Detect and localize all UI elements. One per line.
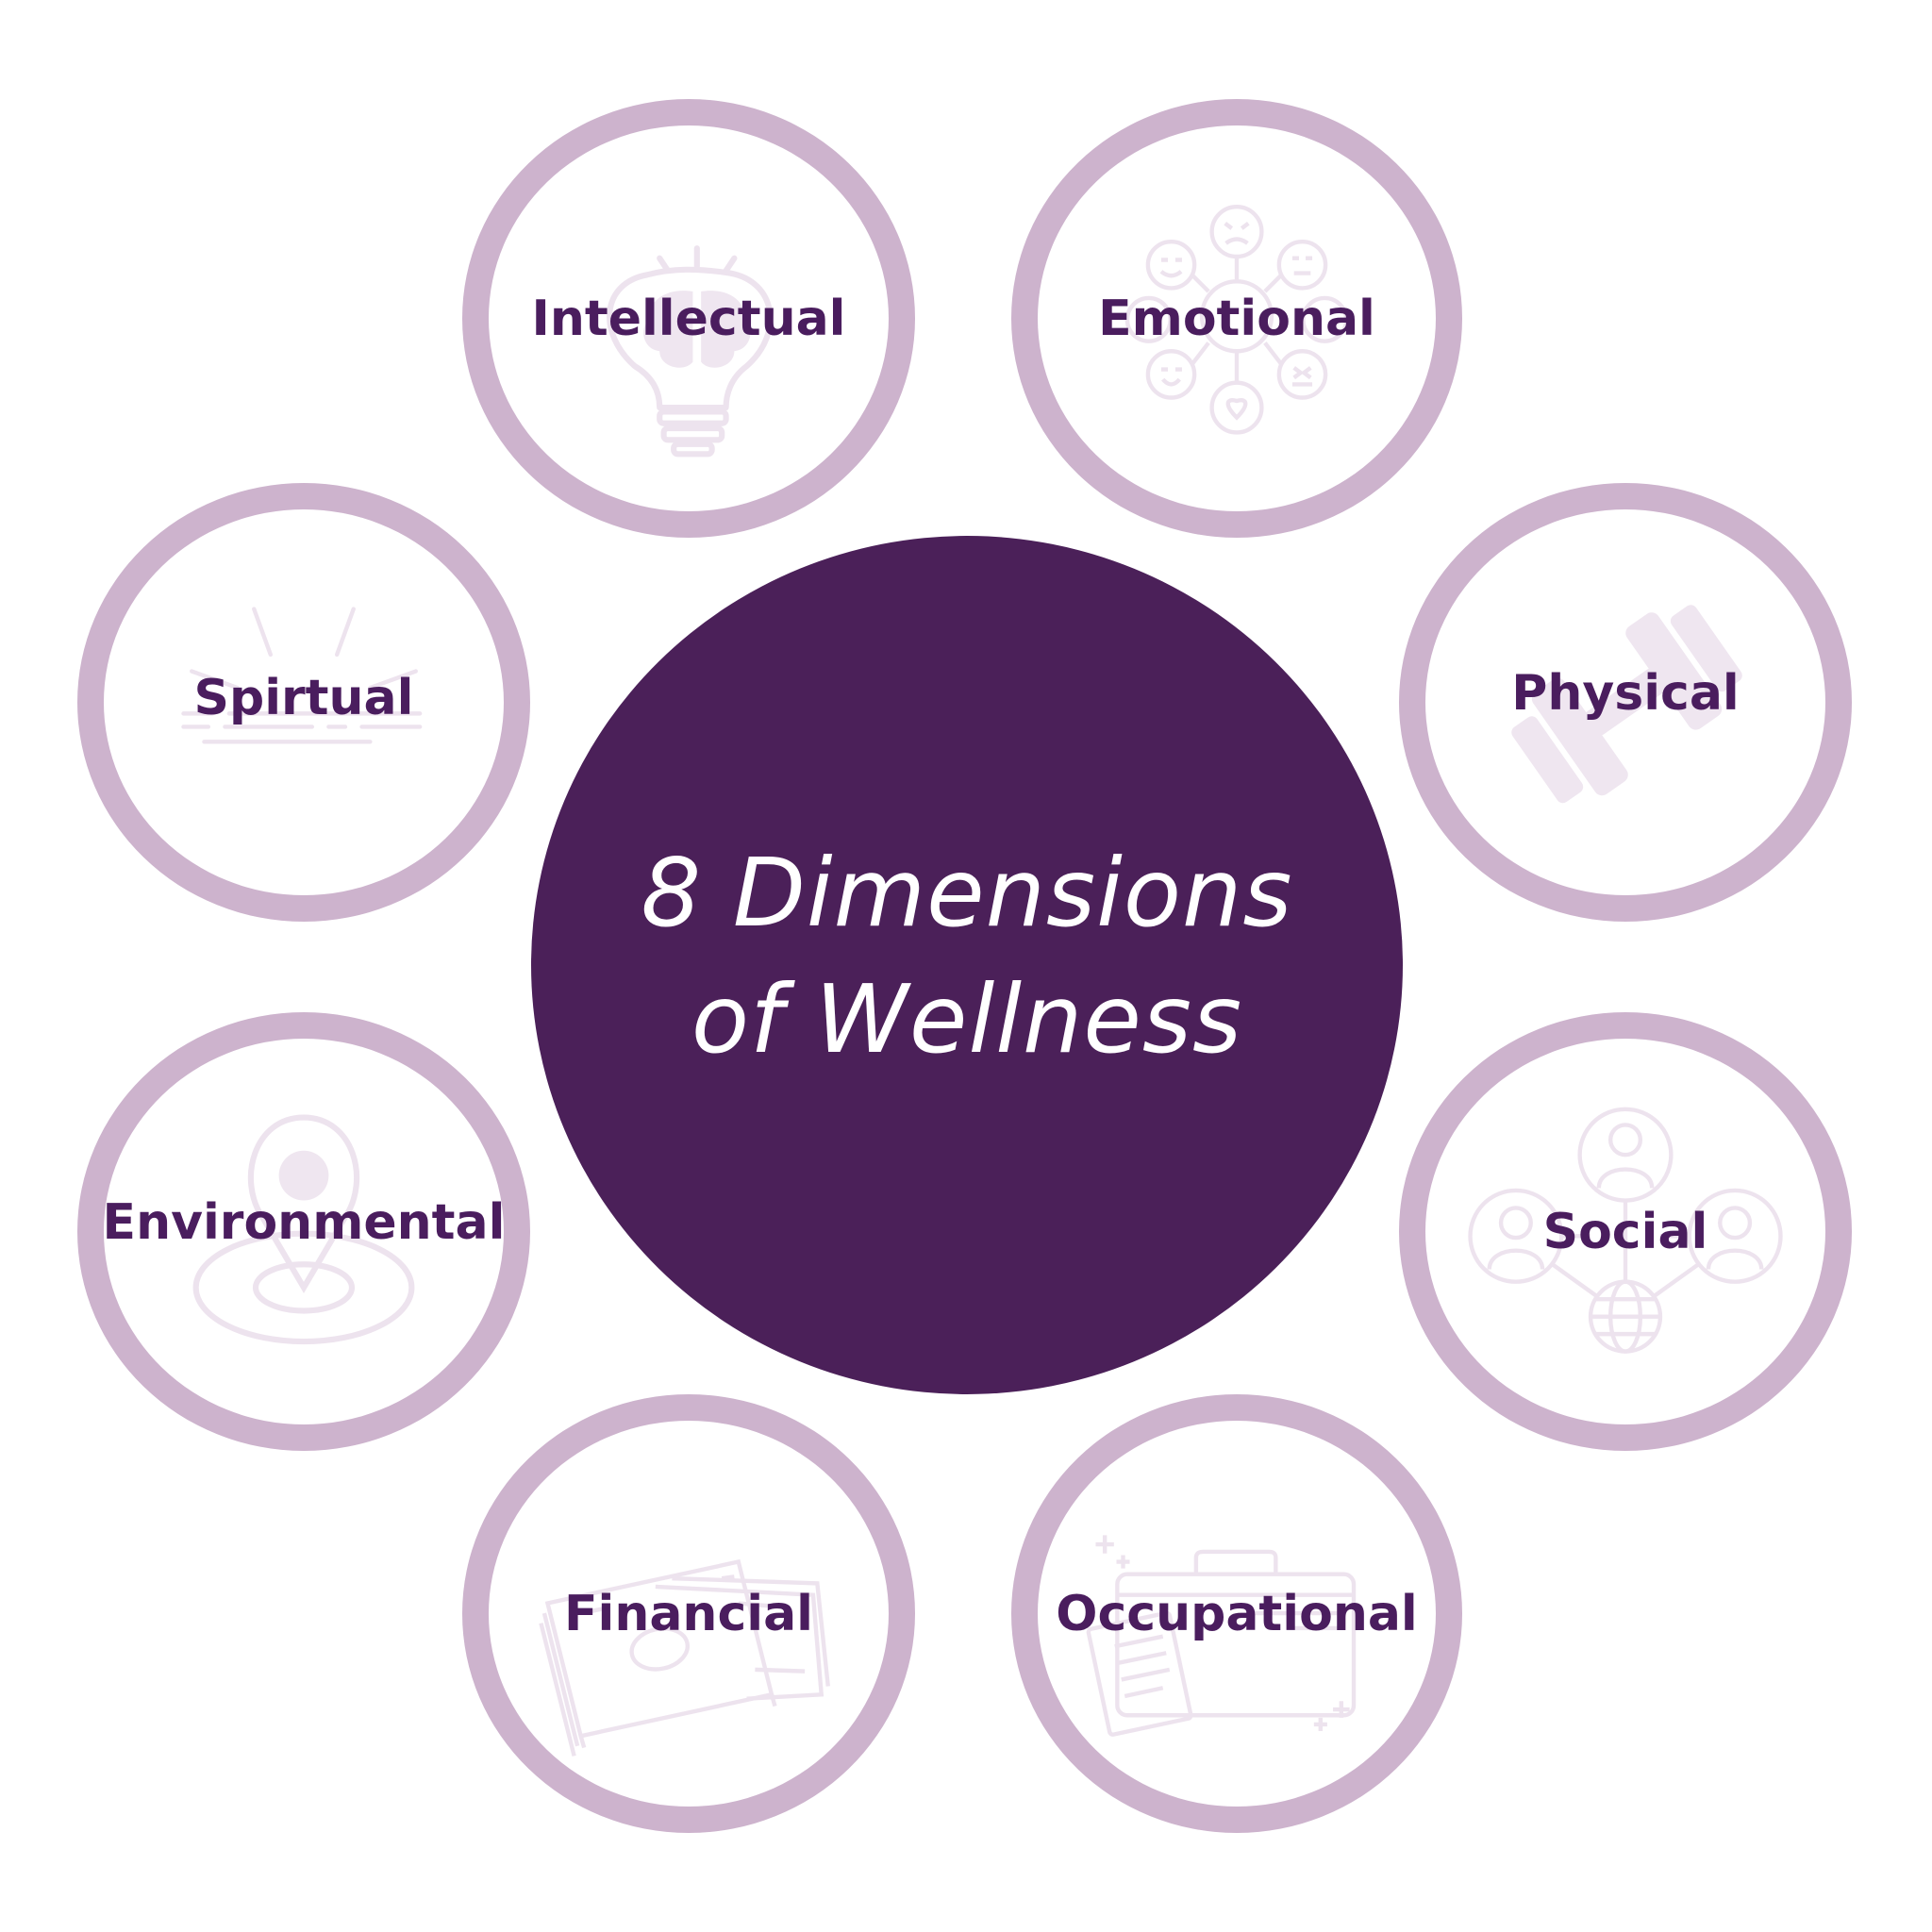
center-title-line-1: 8 Dimensions [641, 838, 1293, 948]
dimension-occupational: Occupational [1011, 1394, 1462, 1833]
dimension-environmental: Environmental [77, 1012, 530, 1451]
people-globe-icon [1468, 1107, 1783, 1354]
dimension-financial: Financial [462, 1394, 915, 1833]
dimension-emotional: Emotional [1011, 99, 1462, 538]
emotions-network-icon [1124, 204, 1349, 435]
dimension-label: Emotional [1098, 290, 1375, 347]
lightbulb-brain-icon [607, 245, 774, 458]
location-pin-icon [192, 1114, 415, 1345]
dimension-label: Intellectual [531, 290, 846, 347]
dimension-label: Physical [1511, 664, 1740, 722]
dimension-label: Social [1542, 1203, 1708, 1260]
dimension-label: Environmental [102, 1193, 506, 1251]
sunrise-horizon-icon [181, 607, 423, 744]
center-title: 8 Dimensions of Wellness [641, 830, 1292, 1083]
dimension-label: Financial [563, 1585, 814, 1642]
dimension-label: Spirtual [193, 669, 414, 726]
dimension-spiritual: Spirtual [77, 483, 530, 922]
dimension-intellectual: Intellectual [462, 99, 915, 538]
dimension-physical: Physical [1399, 483, 1852, 922]
center-title-line-2: of Wellness [691, 964, 1243, 1074]
dimension-social: Social [1399, 1012, 1852, 1451]
dimension-label: Occupational [1056, 1585, 1418, 1642]
briefcase-document-icon [1086, 1535, 1357, 1737]
dumbbell-icon [1511, 605, 1742, 804]
money-stack-icon [539, 1558, 830, 1757]
center-circle: 8 Dimensions of Wellness [531, 536, 1403, 1394]
